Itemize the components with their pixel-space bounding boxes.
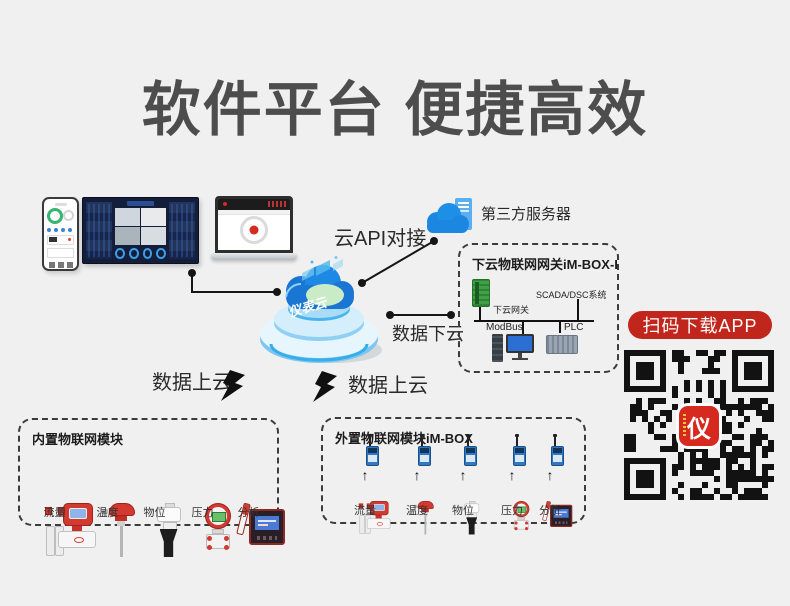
- computer-monitor-icon: [506, 334, 534, 353]
- data-up-left-label: 数据上云: [152, 372, 232, 394]
- dashboard-gauges: [115, 248, 166, 259]
- instrument-analysis: ↑ 分析: [526, 434, 574, 528]
- up-arrow-icon: ↑: [546, 467, 554, 483]
- dashboard-center: [115, 201, 166, 260]
- phone-card: [47, 235, 74, 245]
- third-party-server-label: 第三方服务器: [481, 206, 572, 223]
- instrument-label: 压力: [501, 505, 523, 517]
- dashboard-left-charts: [86, 202, 112, 259]
- data-down-label: 数据下云: [392, 324, 464, 344]
- plc-label: PLC: [564, 322, 584, 333]
- dashboard-camera-grid: [115, 208, 166, 245]
- external-module-box: 外置物联网模块iM-BOX ↑ 流量 ↑ 温度 ↑ 物位 ↑ 压力 ↑: [321, 417, 586, 535]
- gateway-bus-lines: [474, 299, 594, 335]
- instrument-flow: 流量: [28, 442, 96, 556]
- instrument-label: 温度: [96, 507, 119, 519]
- up-arrow-icon: ↑: [413, 467, 421, 483]
- phone-app-image: [42, 197, 79, 271]
- instrument-label: 压力: [191, 507, 214, 519]
- laptop-base: [211, 253, 297, 260]
- instrument-pressure: 压力: [176, 442, 231, 550]
- laptop-diagram-dot: [249, 225, 259, 235]
- laptop-diagram-ring: [240, 216, 268, 244]
- lightning-icon: [221, 370, 245, 401]
- builtin-module-box: 内置物联网模块 流量 温度 物位 压力 分析: [18, 418, 285, 557]
- instrument-cloud-platform: 仪表云: [260, 256, 382, 363]
- qr-code: 仪: [624, 350, 774, 502]
- instrument-level: 物位: [128, 442, 181, 557]
- scada-label: SCADA/DSC系统: [536, 290, 607, 300]
- instrument-temp: 温度: [81, 442, 135, 557]
- instrument-pressure: ↑ 压力: [488, 434, 536, 531]
- up-arrow-icon: ↑: [361, 467, 369, 483]
- phone-notch: [54, 203, 67, 206]
- computer-monitor-base: [512, 358, 528, 360]
- cloud-server-icon: [427, 198, 472, 233]
- instrument-label: 分析: [237, 507, 260, 519]
- computer-monitor-stand: [518, 353, 522, 358]
- plc-module-icon: [546, 335, 578, 354]
- phone-card: [47, 248, 74, 258]
- computer-tower-icon: [492, 334, 503, 362]
- instrument-level: ↑ 物位: [439, 434, 487, 535]
- instrument-temp: ↑ 温度: [393, 434, 441, 535]
- laptop-screen: [215, 196, 293, 253]
- instrument-label: 物位: [452, 505, 474, 517]
- builtin-box-title: 内置物联网模块: [32, 432, 124, 447]
- laptop-image: [211, 196, 297, 260]
- qr-logo-glyph: 仪: [687, 415, 711, 443]
- qr-pattern: [624, 350, 774, 500]
- lightning-icon: [313, 371, 337, 402]
- gateway-device-label: 下云网关: [493, 305, 530, 315]
- modbus-label: ModBus: [486, 322, 523, 333]
- page-title: 软件平台 便捷高效: [141, 77, 649, 143]
- up-arrow-icon: ↑: [459, 467, 467, 483]
- gateway-device-icon: [472, 279, 490, 307]
- api-connect-label: 云API对接: [334, 228, 427, 250]
- instrument-label: 物位: [143, 507, 166, 519]
- gateway-box: 下云物联网网关iM-BOX-I 下云网关 SCADA/DSC系统 ModBus …: [458, 243, 619, 373]
- instrument-label: 分析: [539, 505, 561, 517]
- phone-gauges: [47, 208, 74, 224]
- dashboard-right-charts: [169, 202, 195, 259]
- instrument-flow: ↑ 流量: [341, 434, 391, 534]
- instrument-analysis: 分析: [222, 442, 285, 545]
- instrument-label: 流量: [43, 507, 66, 519]
- instrument-label: 温度: [406, 505, 428, 517]
- phone-icon-row: [47, 228, 74, 232]
- dashboard-monitor-image: [82, 197, 199, 264]
- gateway-box-title: 下云物联网网关iM-BOX-I: [472, 257, 618, 272]
- laptop-page-header: [218, 199, 290, 210]
- up-arrow-icon: ↑: [508, 467, 516, 483]
- data-up-right-label: 数据上云: [348, 375, 428, 397]
- phone-nav: [47, 262, 74, 268]
- qr-app-logo: 仪: [679, 406, 719, 446]
- download-app-button[interactable]: 扫码下载APP: [628, 311, 772, 339]
- instrument-label: 流量: [354, 505, 376, 517]
